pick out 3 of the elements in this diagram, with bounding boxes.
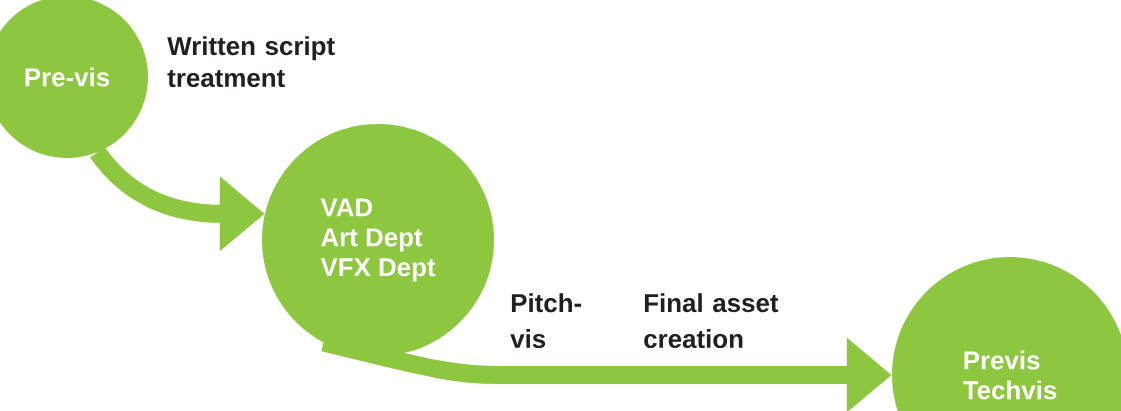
caption-text: Written script treatment — [167, 36, 335, 88]
circle-node: VAD Art Dept VFX Dept — [262, 124, 494, 356]
label-text: Final asset creation — [644, 293, 779, 349]
